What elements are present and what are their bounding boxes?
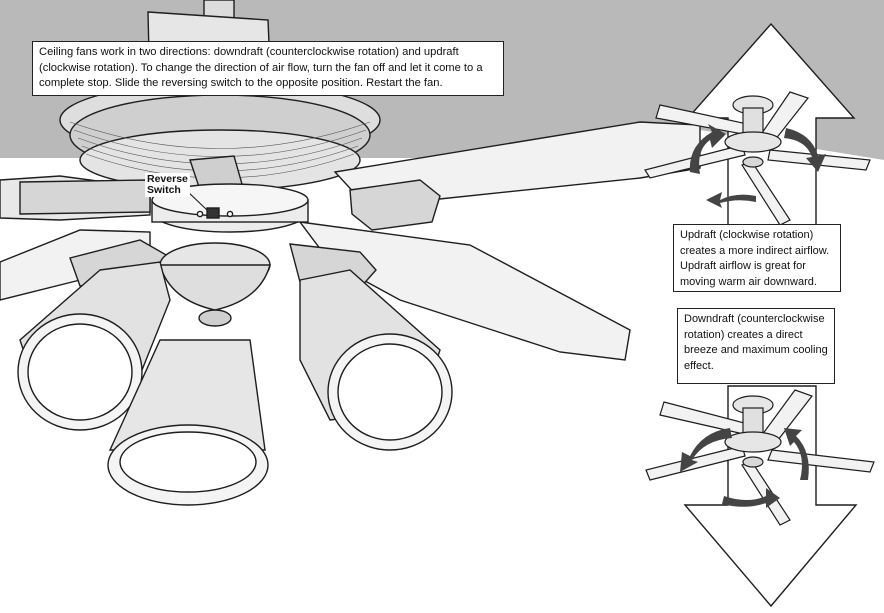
updraft-callout: Updraft (clockwise rotation) creates a m… (673, 224, 841, 292)
counterclockwise-rotation-arrow (680, 428, 809, 508)
downdraft-callout: Downdraft (counterclockwise rotation) cr… (677, 308, 835, 384)
clockwise-rotation-arrow (689, 124, 826, 208)
reverse-switch-label-line2: Switch (147, 184, 181, 196)
intro-callout: Ceiling fans work in two directions: dow… (32, 41, 504, 96)
reverse-switch-label-line1: Reverse (147, 173, 188, 185)
reverse-switch-label: Reverse Switch (145, 173, 190, 197)
